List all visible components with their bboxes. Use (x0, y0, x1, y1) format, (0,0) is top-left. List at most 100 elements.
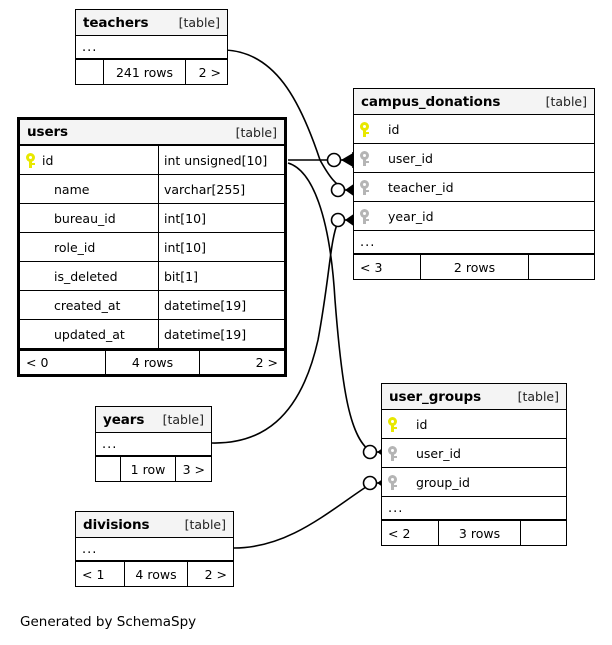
footer-next-degree[interactable]: 2 > (187, 562, 233, 586)
table-row[interactable]: id (354, 115, 594, 144)
column-type: bit[1] (158, 262, 284, 290)
table-footer: < 2 3 rows (382, 520, 566, 545)
foreign-key-icon (388, 474, 397, 490)
column-name-cell: role_id (20, 233, 158, 261)
footer-next-degree[interactable]: 3 > (175, 457, 211, 481)
columns-collapsed-indicator[interactable]: ... (354, 231, 594, 254)
table-row[interactable]: created_at datetime[19] (20, 291, 284, 320)
column-name-cell: id (354, 115, 594, 143)
footer-row-count: 4 rows (124, 562, 187, 586)
column-type: int[10] (158, 233, 284, 261)
table-row[interactable]: updated_at datetime[19] (20, 320, 284, 349)
table-row[interactable]: user_id (382, 439, 566, 468)
foreign-key-icon (388, 445, 397, 461)
footer-prev-degree[interactable] (96, 457, 120, 481)
table-years[interactable]: years [table] ... 1 row 3 > (95, 406, 212, 482)
footer-row-count: 4 rows (105, 351, 199, 374)
footer-prev-degree[interactable]: < 1 (82, 566, 105, 582)
table-campus-donations[interactable]: campus_donations [table] id user_id teac… (353, 88, 595, 280)
table-row[interactable]: id int unsigned[10] (20, 146, 284, 175)
table-title: years (103, 411, 145, 428)
table-row[interactable]: name varchar[255] (20, 175, 284, 204)
column-name-cell: id (20, 146, 158, 174)
table-header: years [table] (96, 407, 211, 433)
column-type: int[10] (158, 204, 284, 232)
footer-prev-degree[interactable]: < 3 (360, 259, 383, 275)
table-title: divisions (83, 516, 150, 533)
table-row[interactable]: user_id (354, 144, 594, 173)
columns-collapsed-indicator[interactable]: ... (96, 433, 211, 456)
table-users[interactable]: users [table] id int unsigned[10] name v… (17, 117, 287, 377)
column-label: id (416, 416, 428, 432)
column-type: datetime[19] (158, 320, 284, 348)
footer-next-degree[interactable]: 2 > (185, 60, 227, 84)
column-label: id (42, 152, 54, 168)
table-type-tag: [table] (184, 517, 226, 532)
table-footer: < 3 2 rows (354, 254, 594, 279)
table-header: campus_donations [table] (354, 89, 594, 115)
table-title: users (27, 124, 68, 140)
table-type-tag: [table] (235, 124, 277, 140)
columns-collapsed-indicator[interactable]: ... (76, 538, 233, 561)
table-header: teachers [table] (76, 10, 227, 36)
column-name-cell: created_at (20, 291, 158, 319)
table-header: divisions [table] (76, 512, 233, 538)
column-type: varchar[255] (158, 175, 284, 203)
footer-prev-degree[interactable]: < 2 (388, 525, 411, 541)
table-teachers[interactable]: teachers [table] ... 241 rows 2 > (75, 9, 228, 85)
footer-row-count: 241 rows (103, 60, 185, 84)
table-row[interactable]: group_id (382, 468, 566, 497)
column-type: int unsigned[10] (158, 146, 284, 174)
column-name-cell: user_id (354, 144, 594, 172)
primary-key-icon (388, 416, 397, 432)
column-label: user_id (388, 150, 433, 166)
column-label: role_id (54, 239, 96, 255)
table-type-tag: [table] (178, 15, 220, 30)
column-label: created_at (54, 297, 121, 313)
edge-divisions-user-groups (233, 482, 373, 549)
column-name-cell: updated_at (20, 320, 158, 348)
table-title: campus_donations (361, 93, 501, 110)
footer-next-degree[interactable]: 2 > (199, 351, 284, 374)
table-row[interactable]: id (382, 410, 566, 439)
table-divisions[interactable]: divisions [table] ... < 1 4 rows 2 > (75, 511, 234, 587)
table-type-tag: [table] (545, 94, 587, 109)
column-name-cell: teacher_id (354, 173, 594, 201)
column-name-cell: user_id (382, 439, 566, 467)
columns-collapsed-indicator[interactable]: ... (382, 497, 566, 520)
table-row[interactable]: role_id int[10] (20, 233, 284, 262)
table-user-groups[interactable]: user_groups [table] id user_id group_id … (381, 383, 567, 546)
column-label: teacher_id (388, 179, 454, 195)
footer-next-degree[interactable] (528, 255, 594, 279)
footer-prev-degree[interactable]: < 0 (26, 355, 49, 370)
foreign-key-icon (360, 179, 369, 195)
footer-row-count: 2 rows (420, 255, 528, 279)
column-label: bureau_id (54, 210, 116, 226)
column-name-cell: name (20, 175, 158, 203)
primary-key-icon (360, 121, 369, 137)
foreign-key-icon (360, 150, 369, 166)
column-label: group_id (416, 474, 470, 490)
table-row[interactable]: bureau_id int[10] (20, 204, 284, 233)
columns-collapsed-indicator[interactable]: ... (76, 36, 227, 59)
table-header: users [table] (20, 120, 284, 146)
table-row[interactable]: year_id (354, 202, 594, 231)
column-label: user_id (416, 445, 461, 461)
column-label: year_id (388, 208, 434, 224)
column-name-cell: is_deleted (20, 262, 158, 290)
table-footer: 241 rows 2 > (76, 59, 227, 84)
table-footer: < 0 4 rows 2 > (20, 349, 284, 374)
column-name-cell: bureau_id (20, 204, 158, 232)
table-title: user_groups (389, 388, 482, 405)
footer-next-degree[interactable] (520, 521, 566, 545)
table-row[interactable]: is_deleted bit[1] (20, 262, 284, 291)
footer-prev-degree[interactable] (76, 60, 103, 84)
primary-key-icon (26, 152, 35, 168)
column-label: id (388, 121, 400, 137)
table-row[interactable]: teacher_id (354, 173, 594, 202)
table-type-tag: [table] (162, 412, 204, 427)
footer-row-count: 3 rows (438, 521, 520, 545)
table-footer: 1 row 3 > (96, 456, 211, 481)
column-type: datetime[19] (158, 291, 284, 319)
